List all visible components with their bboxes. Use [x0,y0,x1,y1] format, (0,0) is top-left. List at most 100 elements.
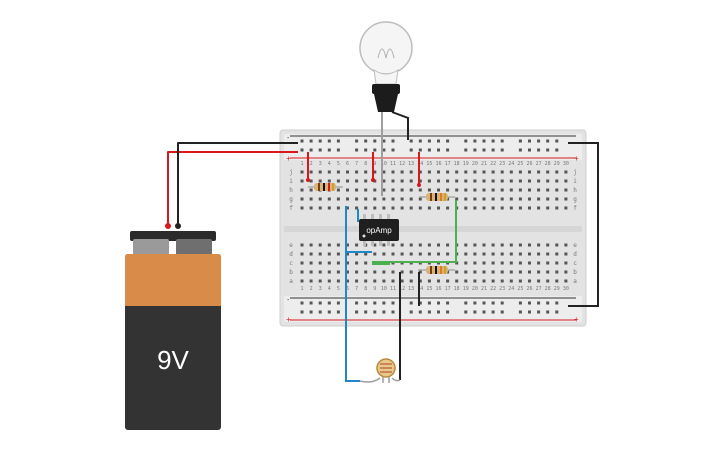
terminal-hole[interactable] [446,179,450,183]
terminal-hole[interactable] [464,270,468,274]
terminal-hole[interactable] [455,197,459,201]
terminal-hole[interactable] [346,252,349,256]
terminal-hole[interactable] [318,279,322,283]
terminal-hole[interactable] [455,270,459,274]
terminal-hole[interactable] [427,170,431,174]
terminal-hole[interactable] [555,243,559,247]
rail-hole[interactable] [327,139,331,143]
rail-hole[interactable] [555,139,559,143]
rail-hole[interactable] [300,139,304,143]
terminal-hole[interactable] [518,252,522,256]
terminal-hole[interactable] [409,270,413,274]
terminal-hole[interactable] [509,197,513,201]
rail-hole[interactable] [427,301,431,305]
rail-hole[interactable] [464,310,468,314]
rail-hole[interactable] [336,310,340,314]
terminal-hole[interactable] [336,206,340,210]
terminal-hole[interactable] [346,270,349,274]
terminal-hole[interactable] [327,279,331,283]
rail-hole[interactable] [546,148,550,152]
terminal-hole[interactable] [464,197,468,201]
terminal-hole[interactable] [500,243,504,247]
terminal-hole[interactable] [418,252,422,256]
rail-hole[interactable] [391,139,395,143]
terminal-hole[interactable] [327,179,331,183]
terminal-hole[interactable] [318,179,322,183]
terminal-hole[interactable] [500,261,504,265]
terminal-hole[interactable] [555,197,559,201]
terminal-hole[interactable] [409,243,413,247]
rail-hole[interactable] [491,310,495,314]
terminal-hole[interactable] [546,188,550,192]
terminal-hole[interactable] [555,279,559,283]
terminal-hole[interactable] [518,170,522,174]
terminal-hole[interactable] [300,261,304,265]
terminal-hole[interactable] [300,197,304,201]
terminal-hole[interactable] [309,243,313,247]
terminal-hole[interactable] [546,170,550,174]
terminal-hole[interactable] [564,170,568,174]
terminal-hole[interactable] [355,243,359,247]
wire-battery-negative[interactable] [177,142,298,226]
rail-hole[interactable] [327,148,331,152]
terminal-hole[interactable] [318,261,322,265]
rail-hole[interactable] [409,310,413,314]
terminal-hole[interactable] [546,261,550,265]
terminal-hole[interactable] [564,197,568,201]
terminal-hole[interactable] [418,188,422,192]
terminal-hole[interactable] [455,188,459,192]
rail-hole[interactable] [473,148,477,152]
terminal-hole[interactable] [400,179,404,183]
terminal-hole[interactable] [336,188,340,192]
terminal-hole[interactable] [400,197,404,201]
rail-hole[interactable] [491,301,495,305]
terminal-hole[interactable] [482,188,486,192]
terminal-hole[interactable] [518,270,522,274]
terminal-hole[interactable] [537,188,541,192]
terminal-hole[interactable] [336,270,340,274]
terminal-hole[interactable] [518,179,522,183]
terminal-hole[interactable] [491,170,495,174]
rail-hole[interactable] [500,139,504,143]
rail-hole[interactable] [300,148,304,152]
rail-hole[interactable] [555,148,559,152]
terminal-hole[interactable] [318,206,322,210]
rail-hole[interactable] [418,139,422,143]
rail-hole[interactable] [464,301,468,305]
battery-terminal-positive[interactable] [133,239,169,255]
resistor-icon[interactable] [419,193,455,201]
resistor-icon[interactable] [418,266,455,274]
rail-hole[interactable] [300,301,304,305]
rail-hole[interactable] [382,301,386,305]
resistor-icon[interactable] [308,183,343,191]
terminal-hole[interactable] [318,252,322,256]
terminal-hole[interactable] [373,206,377,210]
rail-hole[interactable] [318,310,322,314]
terminal-hole[interactable] [509,270,513,274]
rail-hole[interactable] [355,301,359,305]
terminal-hole[interactable] [464,261,468,265]
terminal-hole[interactable] [564,188,568,192]
rail-hole[interactable] [355,148,359,152]
rail-hole[interactable] [528,139,531,143]
terminal-hole[interactable] [564,261,568,265]
terminal-hole[interactable] [455,279,459,283]
terminal-hole[interactable] [546,252,550,256]
rail-hole[interactable] [382,310,386,314]
bulb-icon[interactable] [359,21,413,196]
terminal-hole[interactable] [437,243,440,247]
rail-hole[interactable] [318,139,322,143]
rail-hole[interactable] [309,310,313,314]
terminal-hole[interactable] [336,197,340,201]
rail-hole[interactable] [473,301,477,305]
terminal-hole[interactable] [537,270,541,274]
terminal-hole[interactable] [509,188,513,192]
terminal-hole[interactable] [464,279,468,283]
terminal-hole[interactable] [555,206,559,210]
terminal-hole[interactable] [446,243,450,247]
terminal-hole[interactable] [500,252,504,256]
rail-hole[interactable] [518,310,522,314]
rail-hole[interactable] [364,139,368,143]
rail-hole[interactable] [300,310,304,314]
terminal-hole[interactable] [391,270,395,274]
